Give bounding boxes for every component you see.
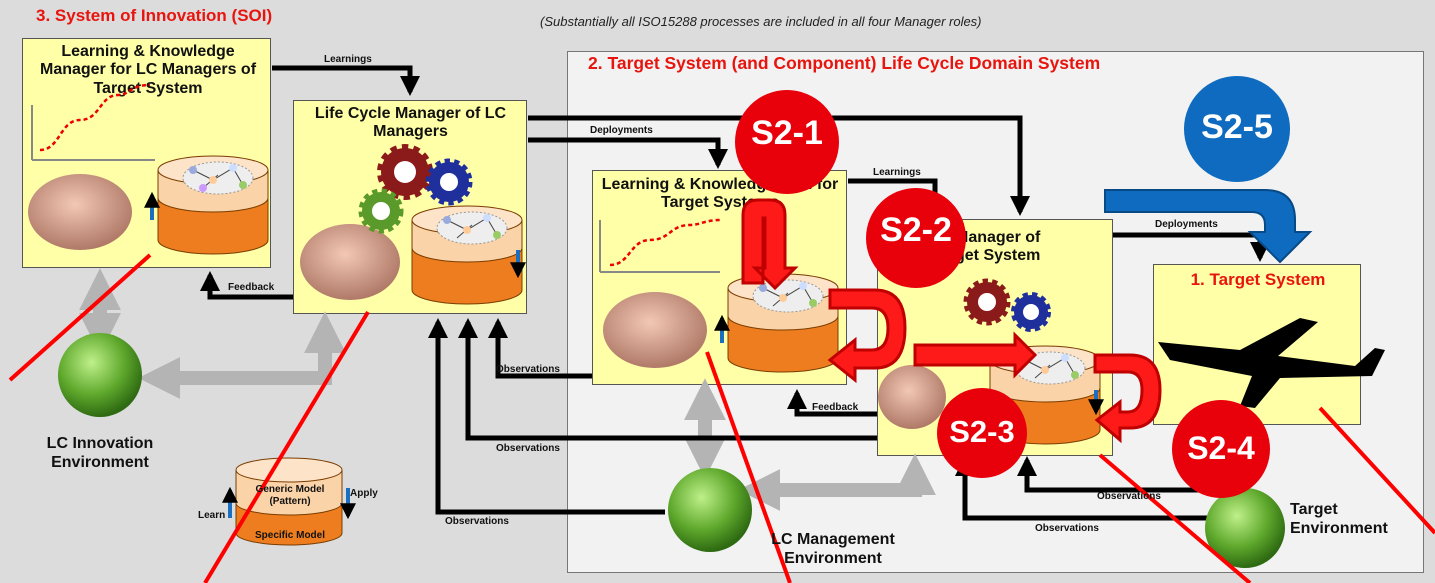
badge-s2-3 — [937, 388, 1027, 478]
model-cylinder-1 — [144, 155, 269, 255]
brain-icons — [28, 174, 946, 429]
lc-management-globe — [668, 468, 752, 552]
badge-s2-2 — [866, 188, 966, 288]
gear-icons — [358, 144, 1051, 332]
mgmt-lcm-link — [738, 453, 936, 511]
model-cylinder-4 — [989, 345, 1104, 445]
target-env-globe — [1205, 488, 1285, 568]
observations-label-3: Observations — [445, 516, 509, 527]
observations-arrow-2 — [458, 318, 877, 441]
red-flow-arrows — [741, 198, 1162, 444]
deployments-arrow-to-lk — [528, 137, 728, 169]
red-strike-lines — [8, 253, 1435, 583]
badge-s2-1 — [735, 90, 839, 194]
brain-icon-4 — [878, 365, 946, 429]
learnings-arrow-top — [272, 65, 420, 96]
deployments-arrow-to-lcm — [528, 115, 1030, 216]
learning-curve-chart-2 — [599, 218, 721, 273]
deployments-arrow-2 — [1113, 232, 1270, 262]
brain-icon-2 — [300, 224, 400, 300]
badge-s2-5-label: S2-5 — [1201, 108, 1273, 146]
legend-generic-model: Generic Model (Pattern) — [255, 484, 325, 507]
learnings-label-2: Learnings — [873, 167, 921, 178]
lk-manager-lc-title: Learning & Knowledge Manager for LC Mana… — [39, 43, 257, 97]
brain-icon-3 — [603, 292, 707, 368]
innovation-lcm-link — [138, 311, 346, 399]
observations-label-5: Observations — [1035, 523, 1099, 534]
observations-label-1: Observations — [496, 364, 560, 375]
soi-title: 3. System of Innovation (SOI) — [36, 6, 273, 25]
feedback-label-2: Feedback — [812, 402, 859, 413]
blue-flow-arrow — [1104, 189, 1313, 264]
observations-label-4: Observations — [1097, 491, 1161, 502]
brain-icon-1 — [28, 174, 132, 250]
observations-arrow-5 — [955, 456, 1210, 521]
badge-s2-4 — [1172, 400, 1270, 498]
model-cylinder-2 — [411, 205, 526, 305]
badge-s2-5 — [1184, 76, 1290, 182]
feedback-label-1: Feedback — [228, 282, 275, 293]
target-system-title: 1. Target System — [1190, 270, 1326, 289]
target-env-label: Target Environment — [1290, 501, 1388, 538]
deployments-label-2: Deployments — [1155, 219, 1218, 230]
observations-label-2: Observations — [496, 443, 560, 454]
lc-manager-of-lc-managers-title: Life Cycle Manager of LC Managers — [314, 105, 507, 141]
domain-title: 2. Target System (and Component) Life Cy… — [588, 53, 1101, 73]
model-cylinder-3 — [714, 273, 839, 373]
legend-apply: Apply — [350, 488, 378, 499]
learning-curve-chart-1 — [31, 83, 155, 161]
lc-manager-ts-title: Manager of get System — [955, 229, 1041, 265]
observations-arrow-1 — [488, 318, 592, 379]
learnings-label-top: Learnings — [324, 54, 372, 65]
badge-s2-4-label: S2-4 — [1187, 430, 1255, 466]
lc-innovation-env-label: LC Innovation Environment — [46, 435, 154, 472]
feedback-arrow-2 — [787, 389, 877, 417]
iso-note: (Substantially all ISO15288 processes ar… — [540, 14, 982, 29]
legend-specific-model: Specific Model — [254, 530, 325, 541]
deployments-label-1: Deployments — [590, 125, 653, 136]
lc-management-env-label: LC Management Environment — [771, 531, 895, 568]
lc-innovation-globe — [58, 333, 142, 417]
badge-s2-3-label: S2-3 — [949, 414, 1015, 449]
feedback-arrow-1 — [200, 271, 293, 300]
airplane-icon — [1158, 318, 1385, 408]
badge-s2-2-label: S2-2 — [880, 211, 952, 249]
observations-arrow-3 — [428, 318, 665, 515]
badge-s2-1-label: S2-1 — [751, 114, 823, 152]
legend-learn: Learn — [198, 510, 226, 521]
